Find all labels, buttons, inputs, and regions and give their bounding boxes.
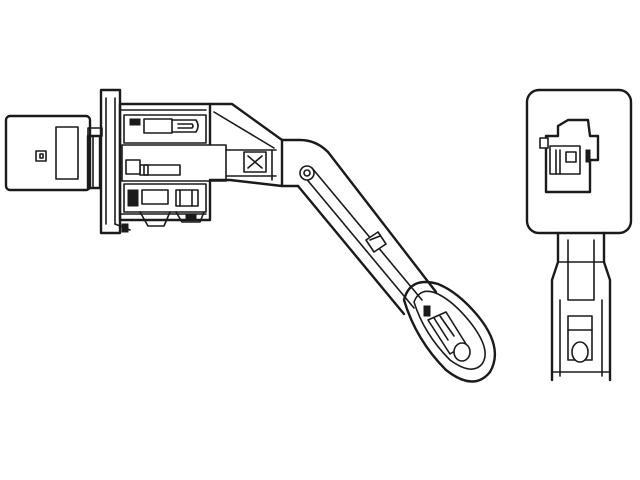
- end-view-connector: [539, 118, 600, 194]
- float-eye: [402, 280, 497, 383]
- main-body: [118, 102, 227, 227]
- end-view-stem: [550, 231, 612, 382]
- side-view: [4, 88, 497, 383]
- arm-transition: [208, 102, 284, 188]
- end-view-plate: [525, 88, 633, 235]
- sensor-arm: [280, 138, 438, 316]
- end-view: [525, 88, 633, 382]
- plug-connector: [4, 114, 103, 192]
